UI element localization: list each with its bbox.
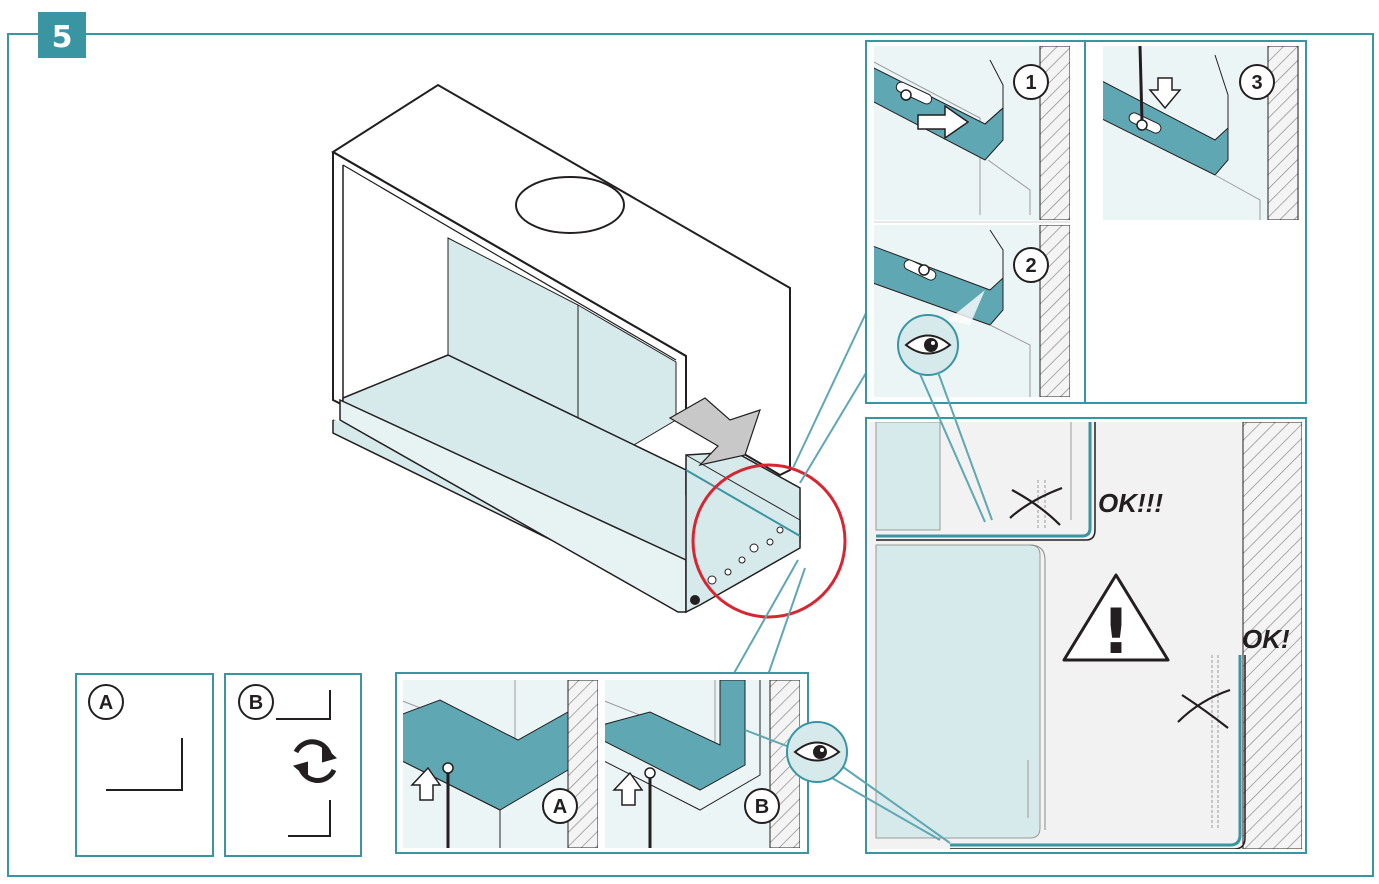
cabinet-illustration	[331, 83, 847, 619]
warning-triangle-icon: !	[1062, 573, 1170, 668]
push-arrow-icon	[612, 771, 644, 806]
push-arrow-icon	[917, 104, 970, 140]
callout-lines	[732, 312, 867, 676]
option-box-b: B	[224, 673, 362, 857]
svg-text:!: !	[1102, 595, 1130, 668]
wrong-x-icon	[1177, 688, 1231, 729]
step-number: 5	[52, 20, 73, 55]
ok-label-side: OK!	[1242, 624, 1290, 654]
mount-badge-a: A	[542, 788, 578, 824]
eye-callout-lines	[919, 371, 993, 523]
push-arrow-icon	[410, 766, 442, 801]
push-arrow-icon	[1148, 77, 1182, 110]
svg-text:B: B	[249, 692, 263, 714]
detail-badge-1: 1	[1013, 64, 1049, 100]
clearance-detail-panel: OK!!! OK! !	[865, 417, 1307, 854]
highlight-circle	[691, 463, 847, 619]
option-box-a: A	[75, 673, 214, 857]
wrong-x-icon	[1009, 486, 1063, 526]
step-frame	[7, 33, 1374, 877]
mount-panel-b	[605, 680, 800, 848]
screw-icon	[900, 89, 912, 101]
rotate-arrows-icon	[292, 739, 337, 783]
detail-badge-2: 2	[1013, 247, 1049, 283]
eye-callout-lines-bottom	[744, 729, 951, 844]
screwdriver	[1138, 46, 1144, 123]
svg-text:2: 2	[1025, 255, 1036, 277]
mount-badge-b: B	[744, 788, 780, 824]
eye-icon	[786, 721, 848, 783]
ok-label-top: OK!!!	[1098, 488, 1163, 518]
svg-text:A: A	[553, 796, 567, 818]
svg-text:1: 1	[1025, 72, 1036, 94]
detail-badge-3: 3	[1239, 64, 1275, 100]
mount-panel-a	[403, 680, 598, 848]
duct-opening	[515, 176, 625, 234]
screw-icon	[690, 595, 700, 605]
svg-text:A: A	[99, 692, 113, 714]
push-arrow-icon	[668, 397, 761, 467]
screw-icon	[918, 264, 930, 276]
step-badge: 5	[38, 12, 86, 58]
eye-icon	[897, 314, 959, 376]
corner-bracket-icon	[106, 738, 183, 791]
svg-text:B: B	[755, 796, 769, 818]
svg-text:3: 3	[1251, 72, 1262, 94]
detail-panel-1	[874, 46, 1070, 220]
